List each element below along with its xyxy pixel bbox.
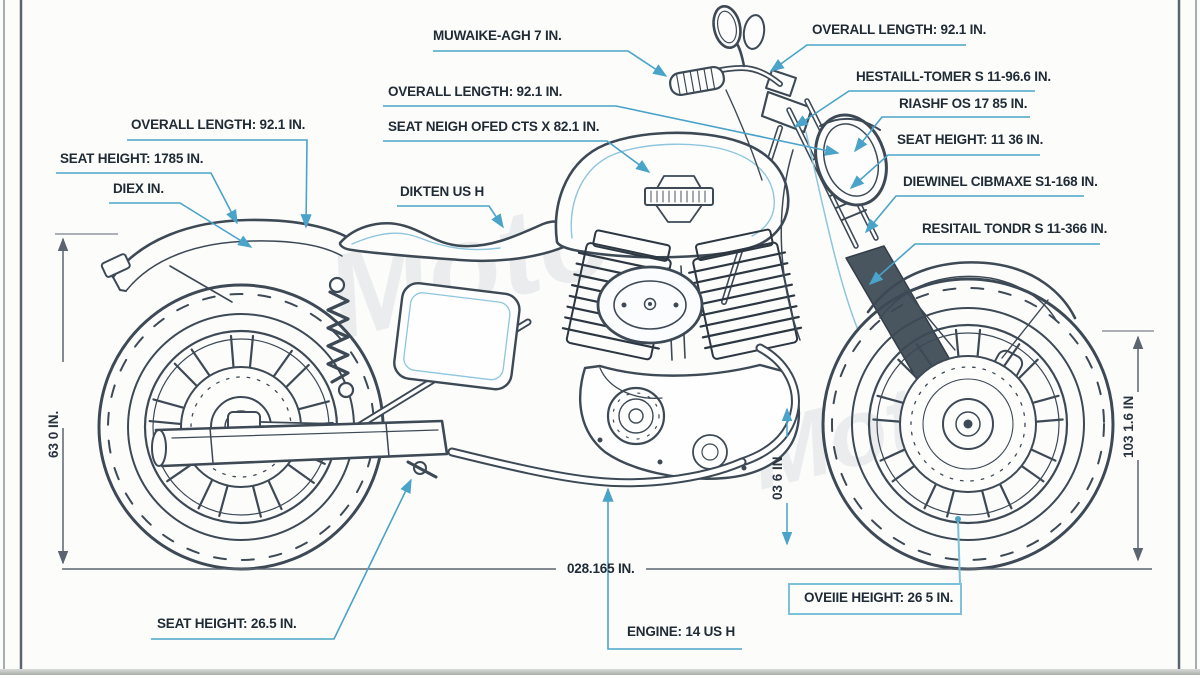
sheet-border-left bbox=[3, 0, 23, 675]
callout-seat-height-right: SEAT HEIGHT: 11 36 IN. bbox=[897, 132, 1044, 147]
handlebar bbox=[668, 4, 783, 97]
wheelbase-dimension-value: 028.165 IN. bbox=[567, 561, 635, 576]
callout-seat-height-bottom: SEAT HEIGHT: 26.5 IN. bbox=[157, 616, 297, 631]
motorcycle-drawing bbox=[97, 4, 1115, 571]
callout-overall-length-left: OVERALL LENGTH: 92.1 IN. bbox=[131, 117, 306, 132]
callout-diewinel: DIEWINEL CIBMAXE S1-168 IN. bbox=[903, 174, 1098, 189]
callout-dikten: DIKTEN US H bbox=[400, 184, 485, 199]
rear-shock bbox=[326, 276, 355, 399]
left-vertical-dimension bbox=[55, 233, 118, 565]
callout-overall-length-top-right: OVERALL LENGTH: 92.1 IN. bbox=[812, 22, 987, 37]
left-dimension-value: 63 0 IN. bbox=[46, 411, 61, 458]
callout-engine: ENGINE: 14 US H bbox=[627, 624, 736, 639]
mirror bbox=[712, 4, 742, 50]
tank-badge bbox=[644, 175, 714, 223]
callout-resitail: RESITAIL TONDR S 11-366 IN. bbox=[922, 221, 1108, 236]
crankcase bbox=[578, 363, 801, 480]
callout-seat-neigh: SEAT NEIGH OFED CTS X 82.1 IN. bbox=[388, 119, 600, 134]
right-dimension-value: 103 1.6 IN bbox=[1121, 396, 1136, 458]
sheet-border-right bbox=[1177, 0, 1197, 675]
mid-dimension-value: 03 6 IN bbox=[770, 456, 785, 500]
fuel-tank bbox=[554, 131, 790, 259]
callout-muwaike: MUWAIKE-AGH 7 IN. bbox=[433, 28, 562, 43]
front-fender bbox=[866, 261, 1077, 359]
oveiie-callout-box bbox=[788, 516, 962, 615]
callout-hestaill: HESTAILL-TOMER S 11-96.6 IN. bbox=[856, 69, 1051, 84]
callout-leader-lines bbox=[56, 44, 1100, 650]
callout-overall-length-mid: OVERALL LENGTH: 92.1 IN. bbox=[388, 84, 563, 99]
headlight bbox=[814, 113, 888, 207]
side-panel bbox=[393, 282, 521, 391]
callout-oveiie-height: OVEIIE HEIGHT: 26 5 IN. bbox=[804, 590, 954, 605]
muffler bbox=[151, 419, 449, 468]
front-wheel bbox=[821, 277, 1115, 571]
dimension-lines: 63 0 IN. 103 1.6 IN 03 6 IN bbox=[46, 233, 1154, 570]
engine bbox=[561, 228, 803, 480]
taillight bbox=[100, 253, 131, 278]
mirror-2 bbox=[742, 14, 766, 50]
bottom-edge-shadow bbox=[0, 669, 1200, 675]
right-vertical-dimension bbox=[1102, 330, 1154, 562]
callout-diex: DIEX IN. bbox=[113, 181, 164, 196]
exhaust bbox=[151, 343, 800, 488]
callout-seat-height-left: SEAT HEIGHT: 1785 IN. bbox=[60, 151, 204, 166]
throttle-grip bbox=[668, 65, 726, 97]
callout-riashf: RIASHF OS 17 85 IN. bbox=[899, 96, 1028, 111]
